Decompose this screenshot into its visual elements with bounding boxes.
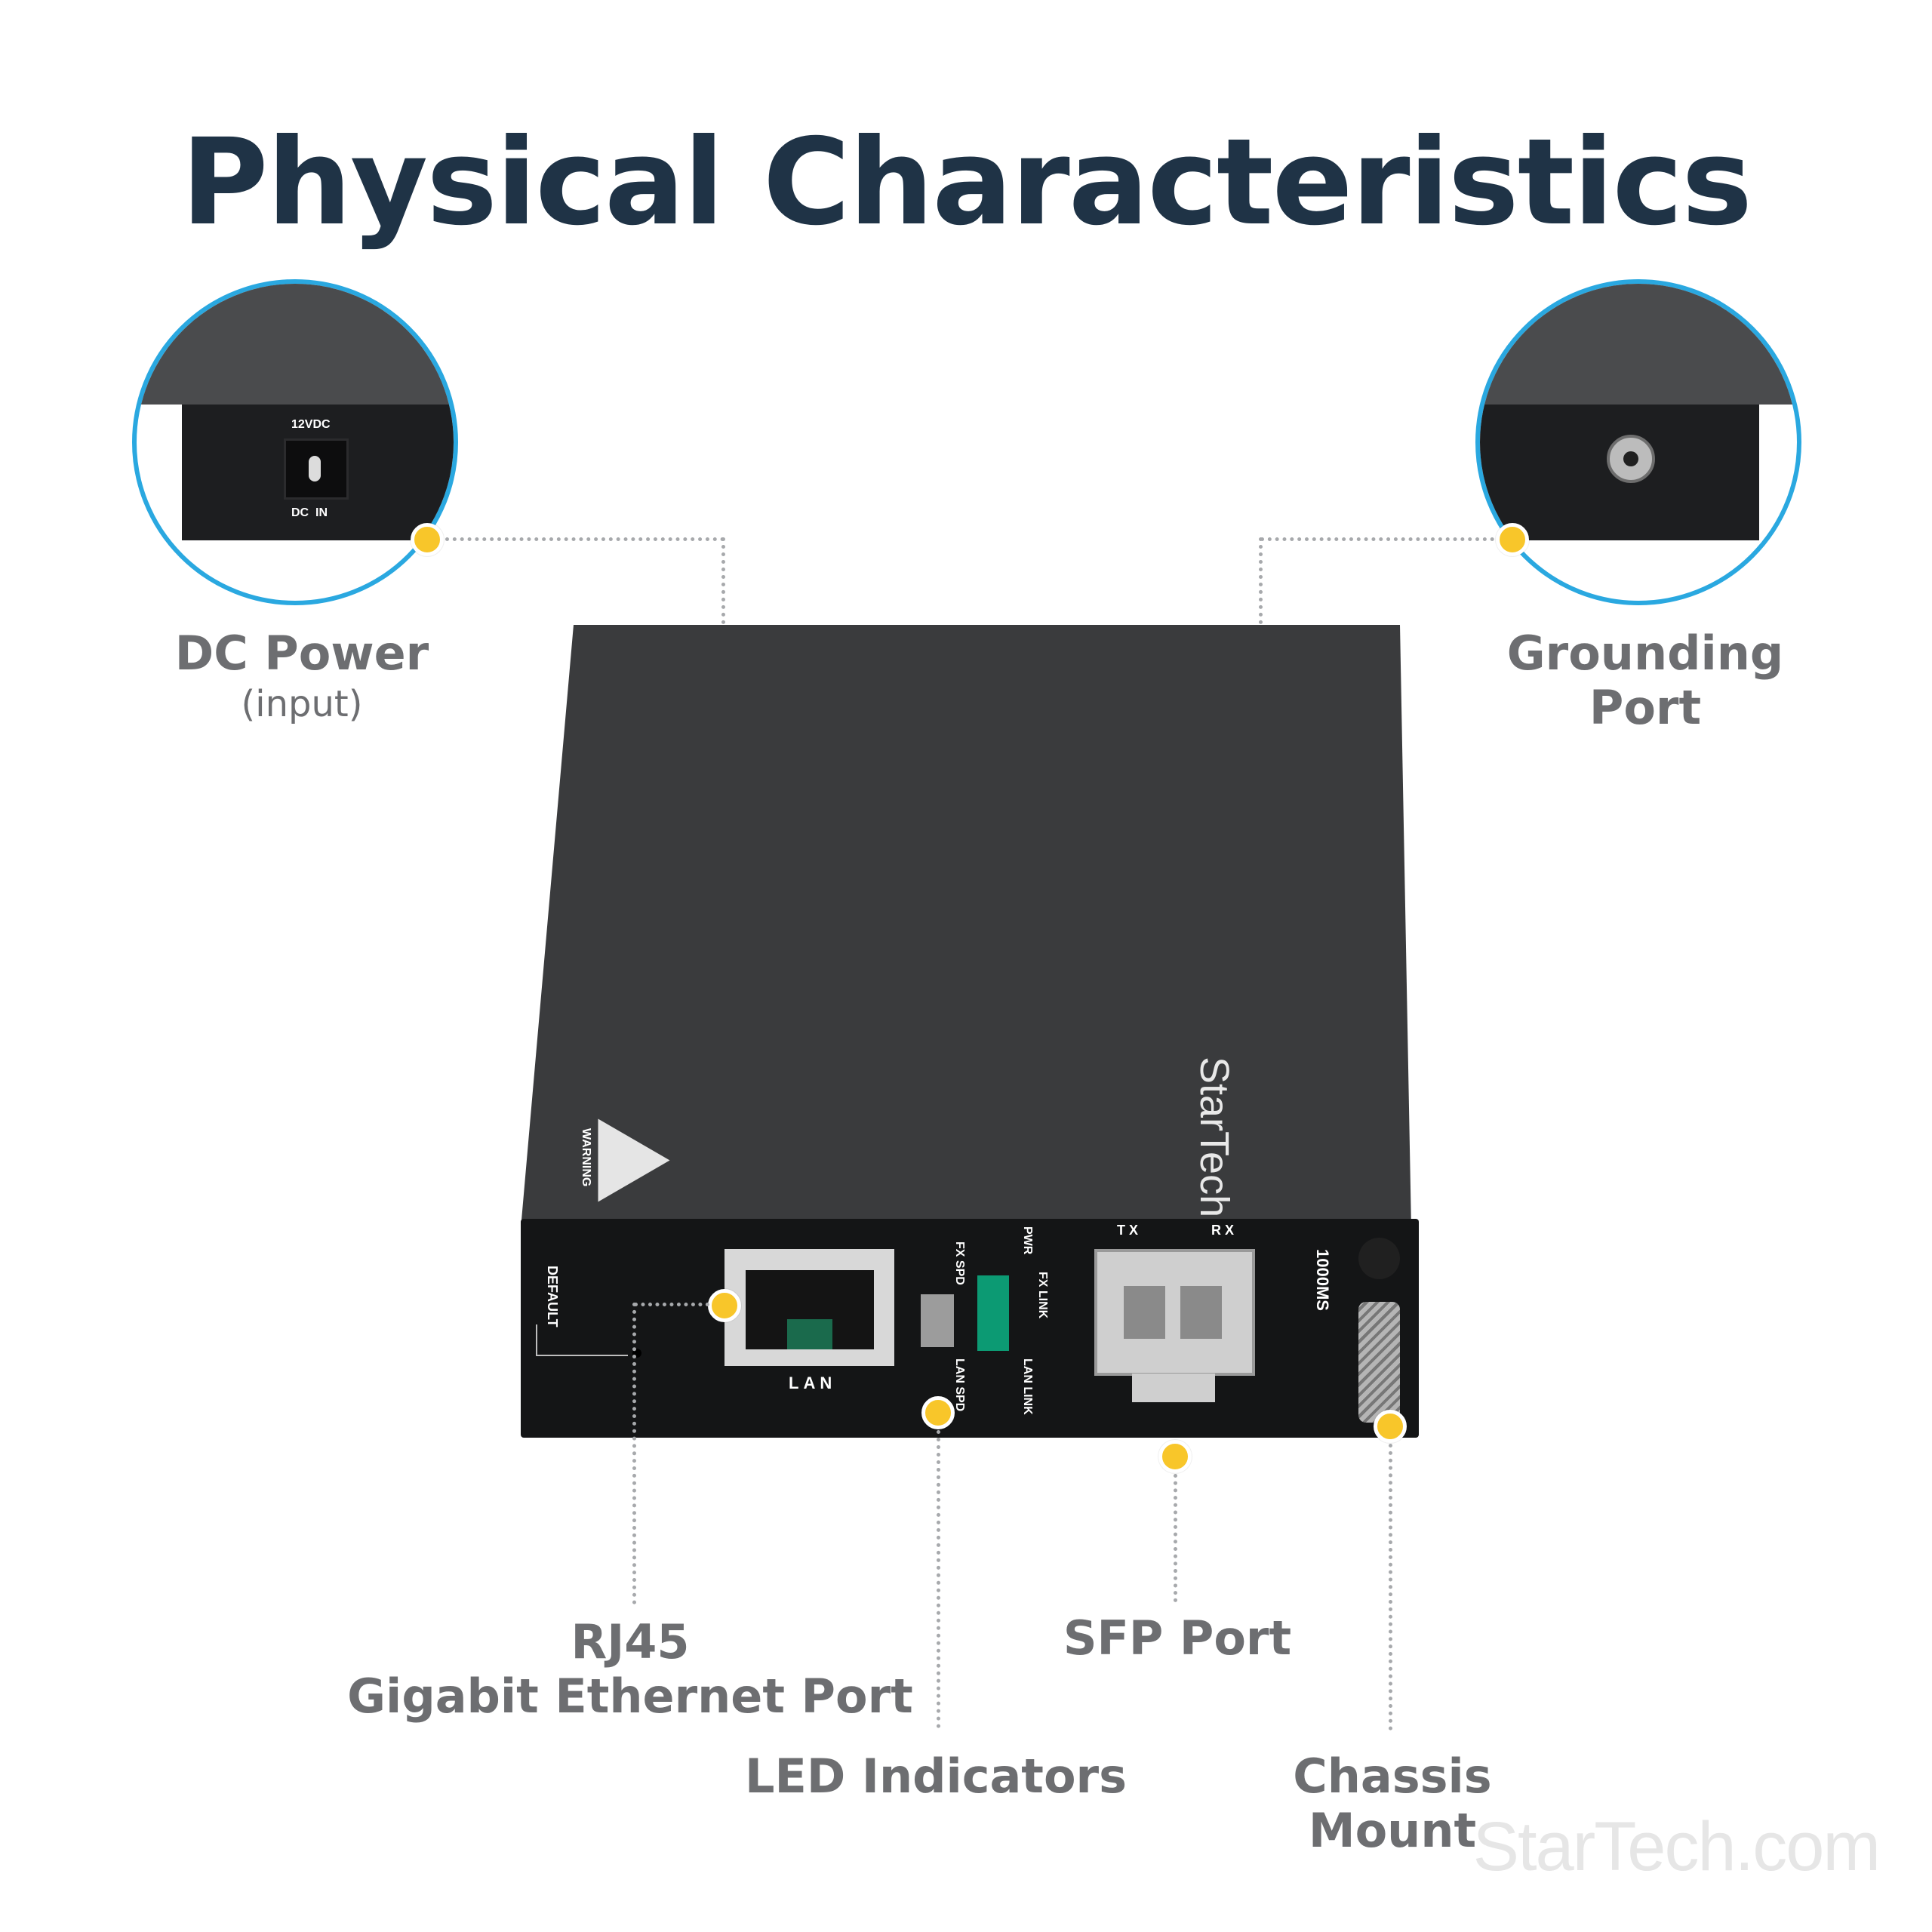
fx-spd-text: FX SPD: [953, 1241, 966, 1285]
page-title: Physical Characteristics: [180, 113, 1752, 252]
dc-power-device-face: 12VDC DC IN: [182, 405, 454, 540]
led-indicator-strip: [977, 1275, 1009, 1351]
device-front-panel: DEFAULT LAN FX SPD LAN SPD PWR FX LINK L…: [521, 1219, 1419, 1438]
ground-screw-hole: [1623, 451, 1638, 466]
device-top-cover: [521, 625, 1411, 1229]
rj45-label-line1: RJ45: [571, 1614, 690, 1669]
default-bracket: [536, 1324, 628, 1356]
sfp-port[interactable]: [1094, 1249, 1255, 1376]
rj45-leader-v: [632, 1303, 636, 1604]
dc-power-device-top: [137, 284, 454, 405]
watermark-logo: StarTech.com: [1472, 1808, 1881, 1885]
rx-text: R X: [1211, 1223, 1235, 1238]
dc-power-sublabel: (input): [241, 683, 363, 725]
led-indicators-label: LED Indicators: [744, 1749, 1128, 1804]
chassis-mount-hole: [1358, 1238, 1400, 1279]
grounding-callout-dot: [1496, 523, 1529, 556]
ground-screw-icon: [1607, 435, 1655, 483]
rj45-label-line2: Gigabit Ethernet Port: [347, 1669, 913, 1724]
chassis-mount-label: Chassis Mount: [1293, 1749, 1492, 1858]
lan-link-text: LAN LINK: [1021, 1358, 1034, 1415]
fx-link-text: FX LINK: [1036, 1272, 1049, 1319]
grounding-leader-h: [1260, 537, 1494, 541]
laser-warning-icon: [598, 1118, 670, 1202]
rj45-leader-h: [634, 1303, 709, 1306]
pwr-text: PWR: [1021, 1226, 1034, 1255]
led-callout-dot: [921, 1396, 955, 1429]
chassis-leader-v: [1389, 1444, 1392, 1730]
dc-power-label: DC Power: [174, 626, 429, 681]
dc-rating-text: 12VDC: [291, 418, 331, 431]
dc-power-callout-dot: [411, 523, 444, 556]
chassis-mount-screw[interactable]: [1358, 1302, 1400, 1423]
tx-text: T X: [1117, 1223, 1139, 1238]
lan-text: LAN: [789, 1374, 837, 1392]
grounding-device-face: [1480, 405, 1759, 540]
speed-switch[interactable]: [921, 1294, 954, 1347]
rj45-port-clip: [787, 1319, 832, 1349]
dc-power-leader-h: [445, 537, 724, 541]
grounding-leader-v: [1259, 537, 1263, 624]
dc-in-text: DC IN: [291, 506, 328, 519]
model-text: 1000MS: [1313, 1249, 1332, 1311]
rj45-port[interactable]: [724, 1249, 894, 1366]
sfp-pull-tab[interactable]: [1132, 1374, 1215, 1402]
grounding-label-line1: Grounding: [1506, 626, 1784, 681]
grounding-device-top: [1480, 284, 1797, 405]
grounding-label-line2: Port: [1589, 680, 1702, 735]
grounding-zoom-circle: [1475, 279, 1801, 605]
warning-text: WARNING: [580, 1128, 592, 1187]
dc-jack: [284, 438, 349, 500]
rj45-callout-dot: [708, 1289, 741, 1322]
chassis-callout-dot: [1374, 1410, 1407, 1443]
sfp-lane-tx: [1124, 1286, 1165, 1339]
lan-spd-text: LAN SPD: [953, 1358, 966, 1412]
dc-power-zoom-circle: 12VDC DC IN: [132, 279, 458, 605]
default-label: DEFAULT: [545, 1266, 560, 1327]
sfp-lane-rx: [1180, 1286, 1222, 1339]
dc-jack-pin-icon: [309, 456, 321, 481]
rj45-port-opening: [746, 1270, 874, 1349]
dc-power-leader-v: [721, 537, 725, 624]
led-leader-v: [937, 1430, 940, 1728]
sfp-leader-v: [1174, 1474, 1177, 1602]
sfp-port-label: SFP Port: [1063, 1611, 1292, 1666]
sfp-callout-dot: [1158, 1440, 1192, 1473]
